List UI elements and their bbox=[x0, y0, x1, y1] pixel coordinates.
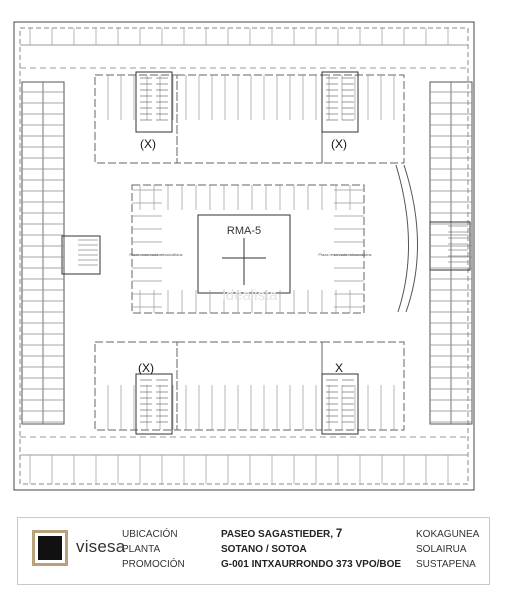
parking-block-top-right bbox=[321, 74, 405, 164]
value-promotion: G-001 INTXAURRONDO 373 VPO/BOE bbox=[221, 559, 402, 570]
ramp-curve-2 bbox=[403, 164, 419, 313]
value-address: PASEO SAGASTIEDER, 7 bbox=[221, 528, 343, 540]
stair-core-2 bbox=[321, 71, 359, 133]
parking-block-bottom-right bbox=[321, 341, 405, 431]
visesa-logo bbox=[32, 530, 68, 566]
outer-wall bbox=[13, 21, 475, 491]
title-block: visesa UBICACIÓN PLANTA PROMOCIÓN PASEO … bbox=[17, 517, 490, 585]
label-column-basque: KOKAGUNEA SOLAIRUA SUSTAPENA bbox=[416, 527, 479, 572]
brand-name: visesa bbox=[76, 537, 126, 556]
label-location: UBICACIÓN bbox=[122, 529, 178, 540]
value-column: PASEO SAGASTIEDER, 7 SOTANO / SOTOA G-00… bbox=[221, 527, 401, 572]
label-column-spanish: UBICACIÓN PLANTA PROMOCIÓN bbox=[122, 527, 185, 572]
excluded-mark-4: X bbox=[335, 361, 343, 375]
stair-core-3 bbox=[135, 373, 173, 435]
ramp-curve-1 bbox=[395, 164, 410, 313]
label-promotion-eu: SUSTAPENA bbox=[416, 559, 476, 570]
label-floor: PLANTA bbox=[122, 544, 161, 555]
watermark: idealista bbox=[222, 287, 278, 304]
label-location-eu: KOKAGUNEA bbox=[416, 529, 480, 540]
parking-ring-center bbox=[131, 184, 365, 314]
stair-core-1 bbox=[135, 71, 173, 133]
value-floor: SOTANO / SOTOA bbox=[221, 544, 307, 555]
excluded-mark-3: (X) bbox=[138, 361, 154, 375]
stair-core-4 bbox=[321, 373, 359, 435]
room-label: RMA-5 bbox=[227, 225, 261, 237]
excluded-mark-1: (X) bbox=[140, 137, 156, 151]
central-room bbox=[197, 214, 291, 294]
stair-core-left bbox=[61, 235, 101, 275]
plaza-label-left: Plaza reservada minusválidos bbox=[129, 252, 182, 257]
label-floor-eu: SOLAIRUA bbox=[416, 544, 467, 555]
label-promotion: PROMOCIÓN bbox=[122, 559, 185, 570]
plaza-label-right: Plaza reservada minusválidos bbox=[318, 252, 371, 257]
floor-plan: RMA-5 (X) (X) (X) X Plaza reservada minu… bbox=[13, 21, 475, 491]
excluded-mark-2: (X) bbox=[331, 137, 347, 151]
